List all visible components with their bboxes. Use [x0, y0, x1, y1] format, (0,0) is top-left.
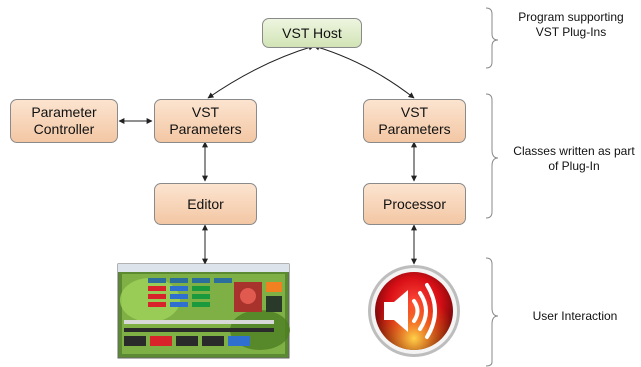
vst-host-node: VST Host — [262, 18, 362, 48]
annotation-classes: Classes written as part of Plug-In — [513, 144, 635, 173]
annotation-program: Program supporting VST Plug-Ins — [518, 10, 624, 39]
speaker-icon — [368, 265, 460, 357]
processor-label: Processor — [382, 195, 447, 212]
brace-user-interaction — [485, 257, 499, 367]
arrow-host-left-params — [207, 44, 315, 99]
vst-parameters-left-label: VST Parameters — [169, 104, 242, 137]
vst-host-label: VST Host — [282, 24, 342, 41]
vst-parameters-right-label: VST Parameters — [378, 104, 451, 137]
vst-parameters-right-node: VST Parameters — [363, 99, 466, 143]
brace-classes — [485, 93, 499, 219]
parameter-controller-label: Parameter Controller — [31, 104, 97, 137]
arrow-host-right-params — [313, 44, 415, 99]
parameter-controller-node: Parameter Controller — [10, 99, 118, 143]
editor-node: Editor — [154, 183, 257, 225]
editor-label: Editor — [187, 195, 224, 212]
vst-parameters-left-node: VST Parameters — [154, 99, 257, 143]
brace-program — [485, 7, 499, 69]
plugin-editor-screenshot — [117, 263, 290, 359]
processor-node: Processor — [363, 183, 466, 225]
annotation-user-interaction: User Interaction — [532, 309, 618, 323]
